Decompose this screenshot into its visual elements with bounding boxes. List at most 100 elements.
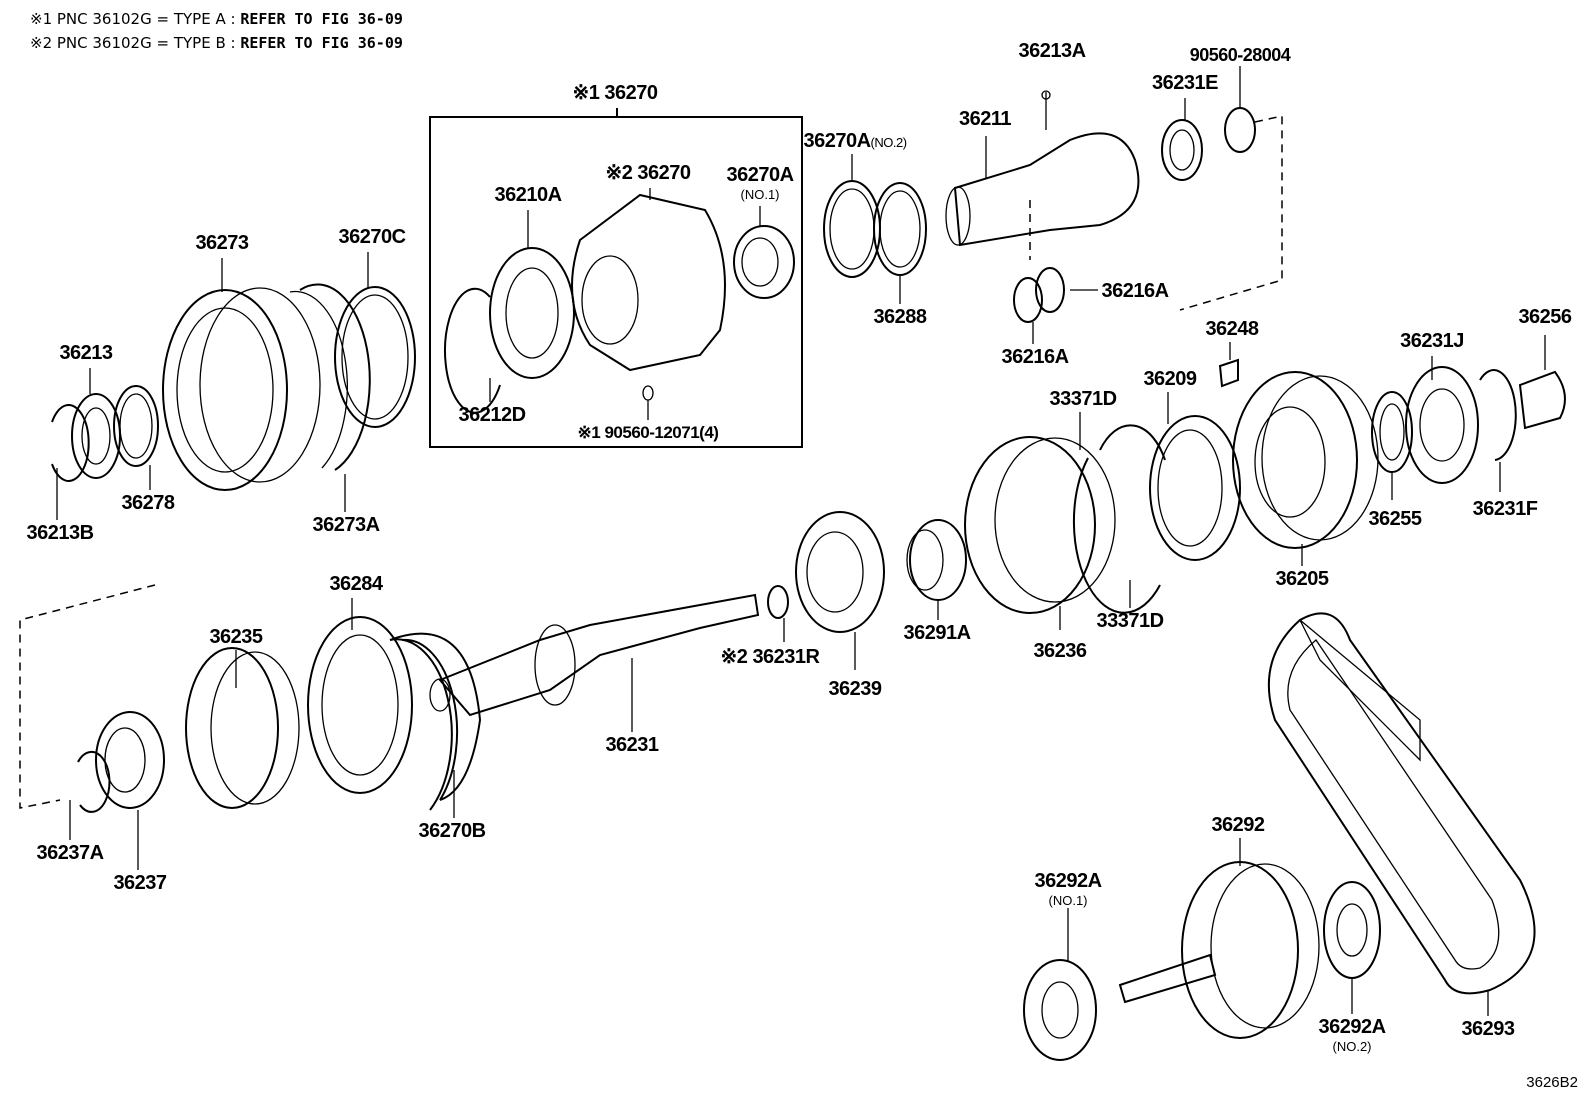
part-label-36270A-no1[interactable]: 36270A — [726, 164, 794, 186]
hub-36235 — [185, 647, 279, 809]
shaft-36231-end — [429, 678, 451, 712]
part-label-90560-12071[interactable]: ※1 90560-12071(4) — [577, 423, 719, 442]
drum-36236 — [964, 436, 1096, 614]
part-label-36231R[interactable]: ※2 36231R — [720, 646, 821, 668]
shaft-36231-flange — [534, 624, 576, 706]
part-label-36231J[interactable]: 36231J — [1400, 330, 1464, 352]
carrier-36270-bore — [581, 255, 639, 345]
part-label-36237A[interactable]: 36237A — [36, 842, 104, 864]
ring-36255 — [1371, 391, 1413, 473]
ring-36270C — [334, 286, 416, 428]
part-label-36237[interactable]: 36237 — [113, 872, 167, 894]
gear-36273-inner — [176, 307, 274, 473]
bolt-90560-12071 — [642, 385, 654, 401]
bearing-36292A-no1-inner — [1041, 981, 1079, 1039]
gear-36273 — [162, 289, 288, 491]
ring-36209-inner — [1157, 429, 1223, 547]
cap-36256 — [1518, 370, 1566, 430]
shaft-36231 — [438, 593, 760, 717]
part-label-36216A-below[interactable]: 36216A — [1001, 346, 1069, 368]
part-label-36213B[interactable]: 36213B — [26, 522, 94, 544]
part-label-33371D-top[interactable]: 33371D — [1049, 388, 1117, 410]
snap-ring-36231F — [1479, 369, 1517, 461]
bearing-36231J-inner — [1419, 388, 1465, 462]
part-label-36255[interactable]: 36255 — [1368, 508, 1422, 530]
dashed-connector-upper — [1179, 115, 1283, 311]
part-label-36270A-no2-sub: (NO.2) — [870, 135, 908, 150]
part-label-36270-type2[interactable]: ※2 36270 — [605, 162, 691, 184]
key-36248 — [1218, 358, 1239, 388]
part-label-36270A-no1-sub: (NO.1) — [740, 187, 780, 202]
gear-36205-back — [1261, 375, 1379, 541]
snap-ring-36237A — [77, 750, 111, 813]
part-label-36248[interactable]: 36248 — [1205, 318, 1259, 340]
ring-36278-inner — [119, 393, 153, 459]
part-label-36270A-no2-num: 36270A — [803, 130, 871, 152]
bearing-36237-inner — [104, 727, 146, 793]
note-type-a-text: ※1 PNC 36102G = TYPE A : — [30, 10, 236, 28]
part-label-36273A[interactable]: 36273A — [312, 514, 380, 536]
part-label-36231[interactable]: 36231 — [605, 734, 659, 756]
part-label-36270B[interactable]: 36270B — [418, 820, 486, 842]
washer-36270A-no2 — [823, 180, 881, 278]
bearing-36231E — [1161, 119, 1203, 181]
part-label-36213[interactable]: 36213 — [59, 342, 113, 364]
gear-36239-inner — [806, 531, 864, 613]
ring-36273A-inner — [289, 290, 348, 469]
gear-shaft-36211-end — [945, 186, 971, 246]
part-label-36236[interactable]: 36236 — [1033, 640, 1087, 662]
part-label-36291A[interactable]: 36291A — [903, 622, 971, 644]
part-label-36239[interactable]: 36239 — [828, 678, 882, 700]
part-label-36284[interactable]: 36284 — [329, 573, 383, 595]
bearing-36231J — [1405, 366, 1479, 484]
part-label-90560-28004[interactable]: 90560-28004 — [1189, 45, 1291, 65]
bearing-36291A-inner — [906, 529, 944, 591]
oring-36231R — [767, 585, 789, 619]
part-label-36235[interactable]: 36235 — [209, 626, 263, 648]
part-label-36270C[interactable]: 36270C — [338, 226, 406, 248]
part-label-36231F[interactable]: 36231F — [1472, 498, 1538, 520]
note-type-a-ref: REFER TO FIG 36-09 — [240, 10, 403, 28]
part-label-36231E[interactable]: 36231E — [1152, 72, 1218, 94]
shaft-36292 — [1118, 953, 1217, 1004]
part-label-36292A-no2[interactable]: 36292A — [1318, 1016, 1386, 1038]
part-label-36270A-no2[interactable]: 36270A(NO.2) — [803, 130, 908, 154]
gear-36273-back — [199, 287, 321, 483]
bearing-36210A — [489, 247, 575, 379]
gear-36292 — [1181, 861, 1299, 1039]
part-label-36278[interactable]: 36278 — [121, 492, 175, 514]
gear-36239 — [795, 511, 885, 633]
note-type-b-ref: REFER TO FIG 36-09 — [240, 34, 403, 52]
part-label-36292A-no2-sub: (NO.2) — [1332, 1039, 1372, 1054]
bearing-36292A-no2 — [1323, 881, 1381, 979]
part-label-36210A[interactable]: 36210A — [494, 184, 562, 206]
part-label-36205[interactable]: 36205 — [1275, 568, 1329, 590]
gear-36284 — [307, 616, 413, 794]
part-label-36256[interactable]: 36256 — [1518, 306, 1572, 328]
part-label-36213A[interactable]: 36213A — [1018, 40, 1086, 62]
part-label-36288[interactable]: 36288 — [873, 306, 927, 328]
gear-36292-back — [1210, 863, 1320, 1029]
part-label-36212D[interactable]: 36212D — [458, 404, 526, 426]
ring-36209 — [1149, 415, 1241, 561]
snap-ring-36213B — [51, 404, 90, 482]
part-label-36293[interactable]: 36293 — [1461, 1018, 1515, 1040]
part-label-36270-assy[interactable]: ※1 36270 — [572, 82, 658, 104]
chain-36293-links — [1299, 619, 1421, 762]
part-label-36292A-no1[interactable]: 36292A — [1034, 870, 1102, 892]
ring-36216A-b — [1035, 267, 1065, 313]
collar-36213-inner — [81, 407, 111, 465]
part-label-36209[interactable]: 36209 — [1143, 368, 1197, 390]
washer-36288 — [873, 182, 927, 276]
ball-36213A — [1041, 90, 1051, 100]
part-label-36216A-right[interactable]: 36216A — [1101, 280, 1169, 302]
note-type-b-text: ※2 PNC 36102G = TYPE B : — [30, 34, 236, 52]
part-label-36273[interactable]: 36273 — [195, 232, 249, 254]
ring-36216A-a — [1013, 277, 1043, 323]
part-label-36292[interactable]: 36292 — [1211, 814, 1265, 836]
bearing-36237 — [95, 711, 165, 809]
note-type-b: ※2 PNC 36102G = TYPE B : REFER TO FIG 36… — [30, 34, 403, 52]
part-label-36211[interactable]: 36211 — [958, 108, 1012, 130]
ring-36270B — [389, 638, 459, 811]
part-label-33371D-bottom[interactable]: 33371D — [1096, 610, 1164, 632]
